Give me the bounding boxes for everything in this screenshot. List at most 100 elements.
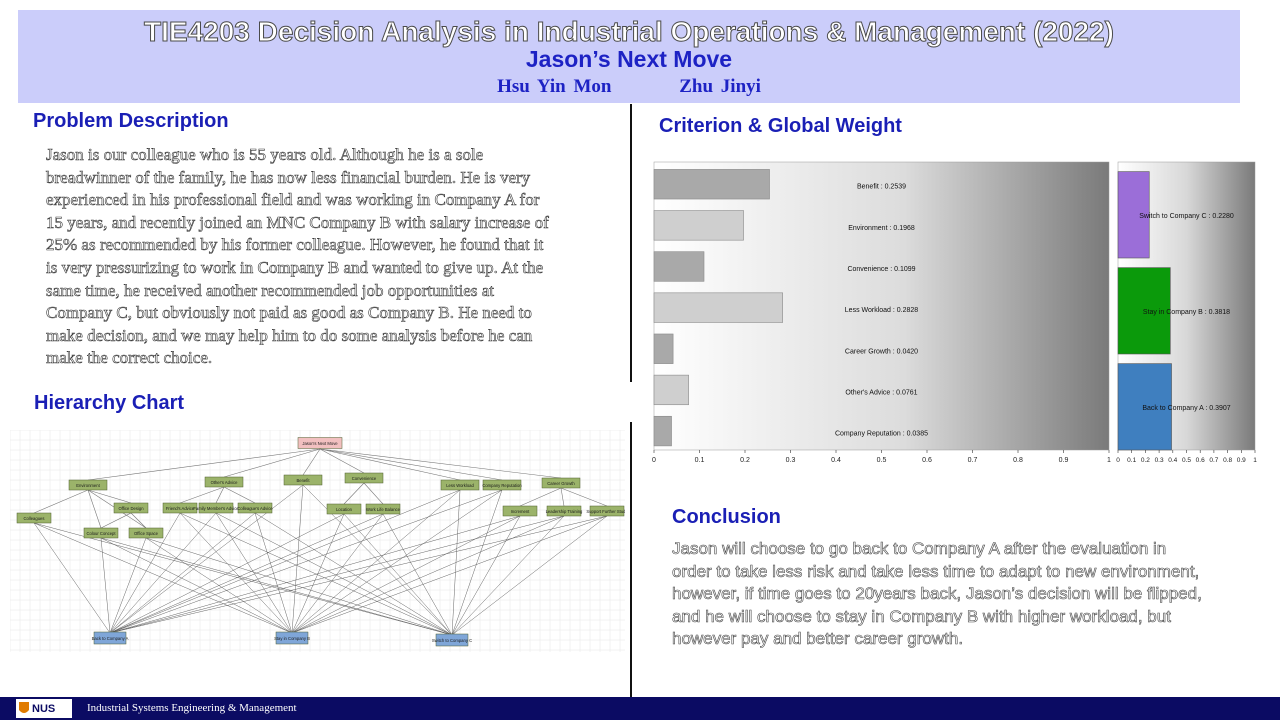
- link-leaf-alternative: [291, 484, 304, 634]
- tick-label: 0.3: [1155, 457, 1164, 464]
- tick-label: 0.4: [831, 457, 841, 464]
- author-1: Hsu Yin Mon: [497, 76, 612, 97]
- link-leaf-alternative: [451, 515, 565, 636]
- footer-bar: NUS Industrial Systems Engineering & Man…: [0, 697, 1280, 720]
- problem-line: 15 years, and recently joined an MNC Com…: [46, 212, 549, 232]
- subcriterion-node-box: [162, 502, 198, 514]
- bar-benefit: [653, 169, 770, 200]
- alt-bar-1: [1117, 171, 1150, 259]
- conclusion-line: however, if time goes to 20years back, J…: [672, 584, 1202, 604]
- goal-node: Jason's Next Move: [297, 437, 343, 449]
- bar-environment: [653, 210, 744, 241]
- alternative-node-box: [435, 633, 469, 647]
- subcriterion-node-label: Office Design: [118, 506, 144, 511]
- tick-label: 0.8: [1013, 457, 1023, 464]
- criterion-node: Benefit: [283, 474, 323, 486]
- column-divider-top: [630, 104, 632, 382]
- link-leaf-alternative: [291, 515, 608, 634]
- link-leaf-alternative: [451, 489, 461, 636]
- subcriterion-node-box: [365, 503, 401, 515]
- link-criterion-sub: [179, 486, 225, 504]
- criterion-node: Other's Advice: [204, 476, 244, 488]
- criterion-node-label: Environment: [76, 483, 100, 488]
- problem-description: Jason is our colleague who is 55 years o…: [46, 144, 608, 370]
- alternative-node: Switch to Company C: [432, 633, 472, 647]
- subcriterion-node-label: Colleague's Advice: [237, 506, 273, 511]
- link-leaf-alternative: [451, 489, 503, 636]
- subcriterion-node: Location: [326, 503, 362, 515]
- criterion-node: Company Reputation: [482, 479, 522, 491]
- subcriterion-node: Increment: [502, 505, 538, 517]
- link-criterion-sub: [363, 482, 384, 505]
- alternative-node-box: [93, 631, 127, 645]
- link-criterion-sub: [223, 486, 256, 504]
- subcriterion-node: Colleague's Advice: [237, 502, 273, 514]
- course-title: TIE4203 Decision Analysis in Industrial …: [144, 16, 1115, 48]
- link-leaf-alternative: [291, 489, 503, 634]
- authors: Hsu Yin Mon Zhu Jinyi: [18, 76, 1240, 98]
- bar-label: Other's Advice : 0.0761: [845, 389, 917, 396]
- link-goal-criterion: [302, 448, 321, 476]
- link-leaf-alternative: [109, 515, 521, 634]
- link-criterion-sub: [130, 512, 147, 529]
- link-criterion-sub: [215, 486, 225, 504]
- subcriterion-node-label: Leadership Training: [546, 509, 583, 514]
- goal-node-box: [297, 437, 343, 449]
- subcriterion-node-box: [502, 505, 538, 517]
- criterion-node: Environment: [68, 479, 108, 491]
- bar-label: Company Reputation : 0.0385: [835, 431, 928, 438]
- goal-node-label: Jason's Next Move: [302, 441, 338, 446]
- subcriterion-node-label: Work Life Balance: [366, 507, 401, 512]
- link-leaf-alternative: [109, 515, 608, 634]
- tick-label: 0: [652, 457, 656, 464]
- tick-label: 0.6: [922, 457, 932, 464]
- subcriterion-node-box: [589, 505, 625, 517]
- bar-less-workload: [653, 292, 783, 323]
- link-goal-criterion: [223, 448, 321, 478]
- tick-label: 0: [1116, 457, 1120, 464]
- subcriterion-node: Office Space: [128, 527, 164, 539]
- link-goal-criterion: [319, 448, 365, 474]
- link-criterion-sub: [100, 512, 132, 529]
- tick-label: 0.9: [1059, 457, 1069, 464]
- subcriterion-node-box: [128, 527, 164, 539]
- criterion-node-box: [204, 476, 244, 488]
- link-leaf-alternative: [291, 515, 521, 634]
- link-criterion-sub: [519, 487, 562, 507]
- criterion-node: Less Workload: [440, 479, 480, 491]
- subcriterion-node: Work Life Balance: [365, 503, 401, 515]
- link-leaf-alternative: [451, 515, 521, 636]
- subcriterion-node-label: Office Space: [134, 531, 159, 536]
- problem-line: experienced in his professional field an…: [46, 190, 540, 210]
- subcriterion-node-label: Colour Concept: [86, 531, 116, 536]
- subcriterion-node-label: Family Member's Advice: [193, 506, 239, 511]
- conclusion-heading: Conclusion: [672, 506, 781, 528]
- link-leaf-alternative: [100, 537, 111, 634]
- bar-label: Environment : 0.1968: [848, 225, 915, 232]
- tick-label: 0.5: [877, 457, 887, 464]
- column-divider-bottom: [630, 422, 632, 698]
- alt-bar-label: Stay in Company B : 0.3818: [1143, 309, 1230, 316]
- bar-label: Career Growth : 0.0420: [845, 348, 918, 355]
- link-leaf-alternative: [109, 512, 217, 634]
- link-leaf-alternative: [109, 512, 181, 634]
- link-leaf-alternative: [254, 512, 453, 636]
- link-leaf-alternative: [109, 537, 147, 634]
- link-criterion-sub: [87, 489, 102, 529]
- problem-line: same time, he received another recommend…: [46, 280, 495, 300]
- tick-label: 0.3: [786, 457, 796, 464]
- link-leaf-alternative: [109, 489, 461, 634]
- criterion-node-box: [440, 479, 480, 491]
- subcriterion-node-box: [237, 502, 273, 514]
- link-leaf-alternative: [291, 489, 461, 634]
- subcriterion-node-box: [546, 505, 582, 517]
- problem-line: Jason is our colleague who is 55 years o…: [46, 145, 484, 165]
- tick-label: 0.9: [1237, 457, 1246, 464]
- link-leaf-alternative: [291, 515, 565, 634]
- weights-heading: Criterion & Global Weight: [659, 115, 902, 137]
- subcriterion-node-label: Colleagues: [24, 516, 45, 521]
- link-leaf-alternative: [109, 512, 256, 634]
- alternative-node-label: Stay in Company B: [274, 636, 310, 641]
- tick-label: 0.2: [740, 457, 750, 464]
